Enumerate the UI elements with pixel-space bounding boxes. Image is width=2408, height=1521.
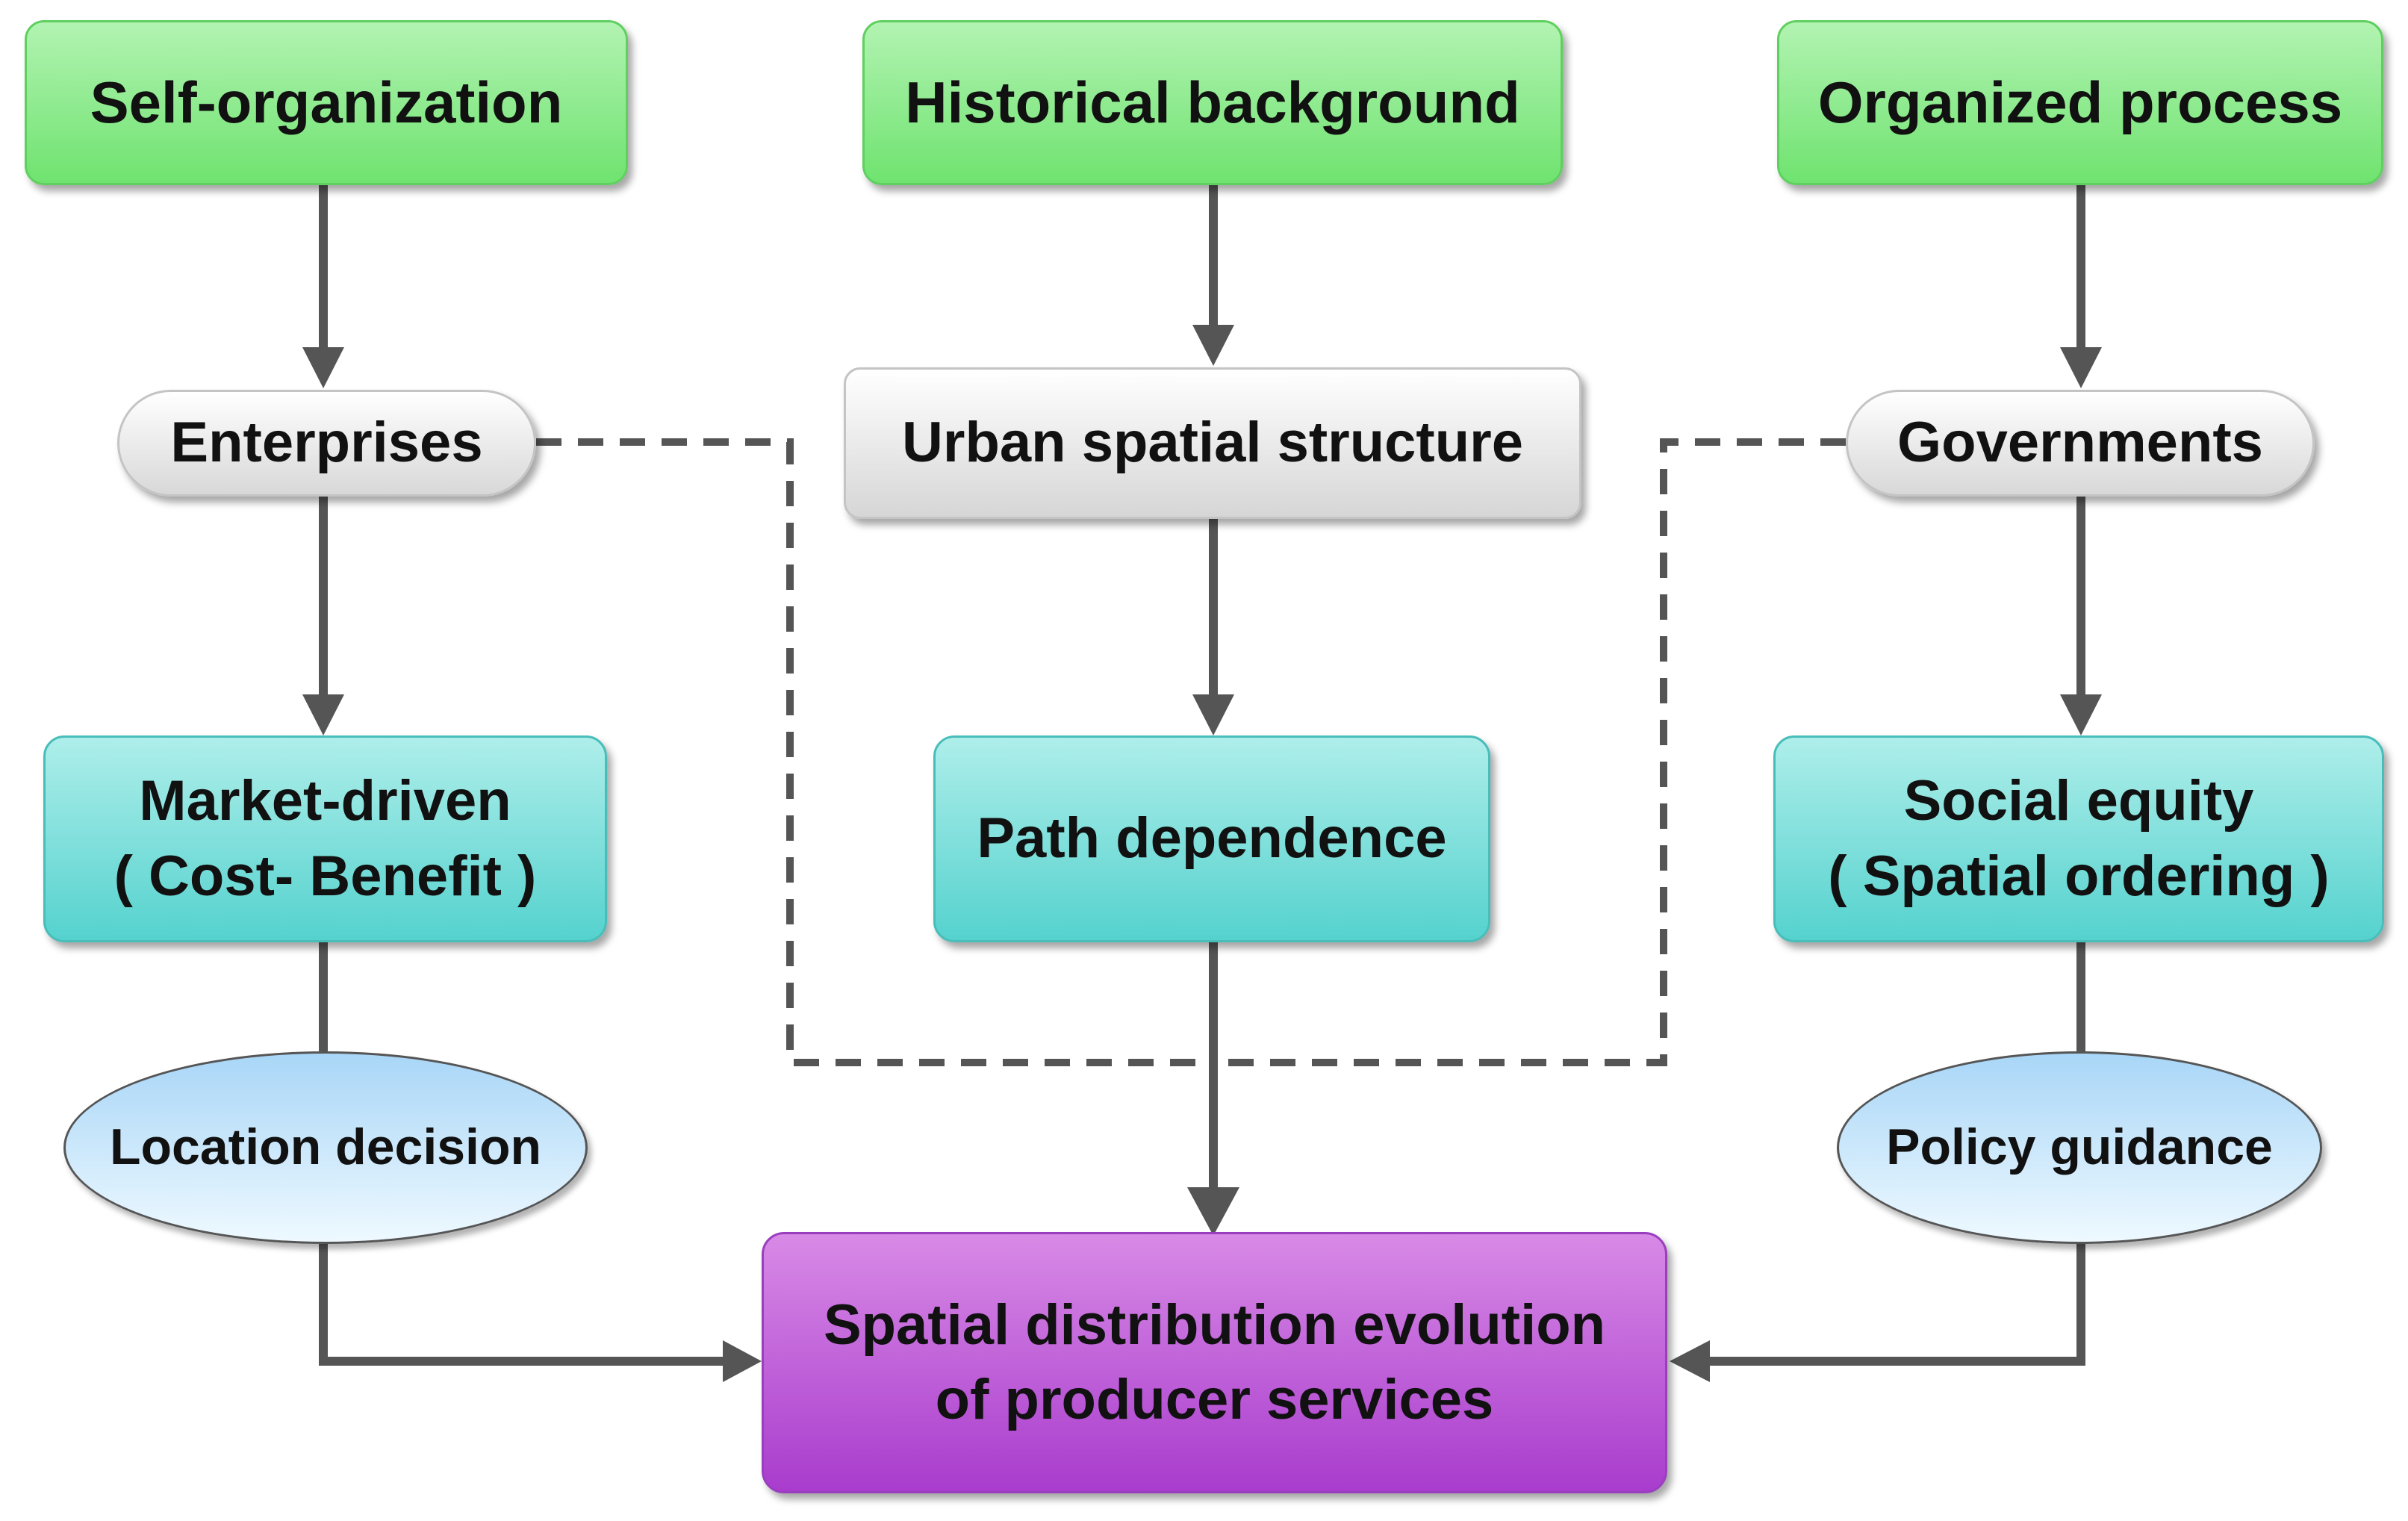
- arrowhead: [1192, 694, 1234, 735]
- self-organization-label: Self-organization: [90, 69, 563, 136]
- enterprises-box: Enterprises: [117, 390, 536, 497]
- governments-box: Governments: [1846, 390, 2315, 497]
- arrowhead: [2060, 347, 2102, 388]
- arrowhead: [2060, 694, 2102, 735]
- cost-benefit-label: ( Cost- Benefit ): [113, 844, 537, 908]
- path-dependence-box: Path dependence: [933, 735, 1490, 942]
- organized-process-label: Organized process: [1817, 69, 2343, 136]
- result-line-2: of producer services: [935, 1368, 1494, 1431]
- social-equity-box: Social equity ( Spatial ordering ): [1773, 735, 2384, 942]
- governments-label: Governments: [1897, 411, 2263, 475]
- historical-background-box: Historical background: [862, 20, 1563, 185]
- result-line-1: Spatial distribution evolution: [823, 1293, 1606, 1357]
- path-dependence-label: Path dependence: [977, 806, 1447, 871]
- market-driven-box: Market-driven ( Cost- Benefit ): [43, 735, 607, 942]
- arrowhead: [723, 1340, 762, 1382]
- arrowhead: [1192, 325, 1234, 366]
- social-equity-label: Social equity: [1903, 769, 2254, 833]
- enterprises-label: Enterprises: [170, 411, 483, 475]
- dashed-enterprises-link: [536, 438, 1213, 1066]
- location-decision-label: Location decision: [109, 1119, 542, 1176]
- policy-guidance-label: Policy guidance: [1886, 1119, 2273, 1176]
- arrow-policy-to-result: [1705, 1244, 2085, 1366]
- urban-spatial-structure-box: Urban spatial structure: [844, 367, 1581, 519]
- market-driven-label: Market-driven: [139, 769, 511, 833]
- arrowhead: [302, 694, 344, 735]
- urban-spatial-structure-label: Urban spatial structure: [902, 411, 1523, 475]
- location-decision-ellipse: Location decision: [63, 1051, 588, 1244]
- arrow-location-to-result: [319, 1244, 728, 1366]
- arrowhead: [1187, 1187, 1239, 1236]
- arrowhead: [302, 347, 344, 388]
- policy-guidance-ellipse: Policy guidance: [1837, 1051, 2322, 1244]
- organized-process-box: Organized process: [1777, 20, 2383, 185]
- arrowhead: [1670, 1340, 1710, 1382]
- spatial-ordering-label: ( Spatial ordering ): [1828, 844, 2330, 908]
- self-organization-box: Self-organization: [25, 20, 628, 185]
- historical-background-label: Historical background: [905, 69, 1520, 136]
- dashed-governments-link: [1213, 438, 1846, 1066]
- spatial-distribution-evolution-box: Spatial distribution evolution of produc…: [762, 1232, 1667, 1493]
